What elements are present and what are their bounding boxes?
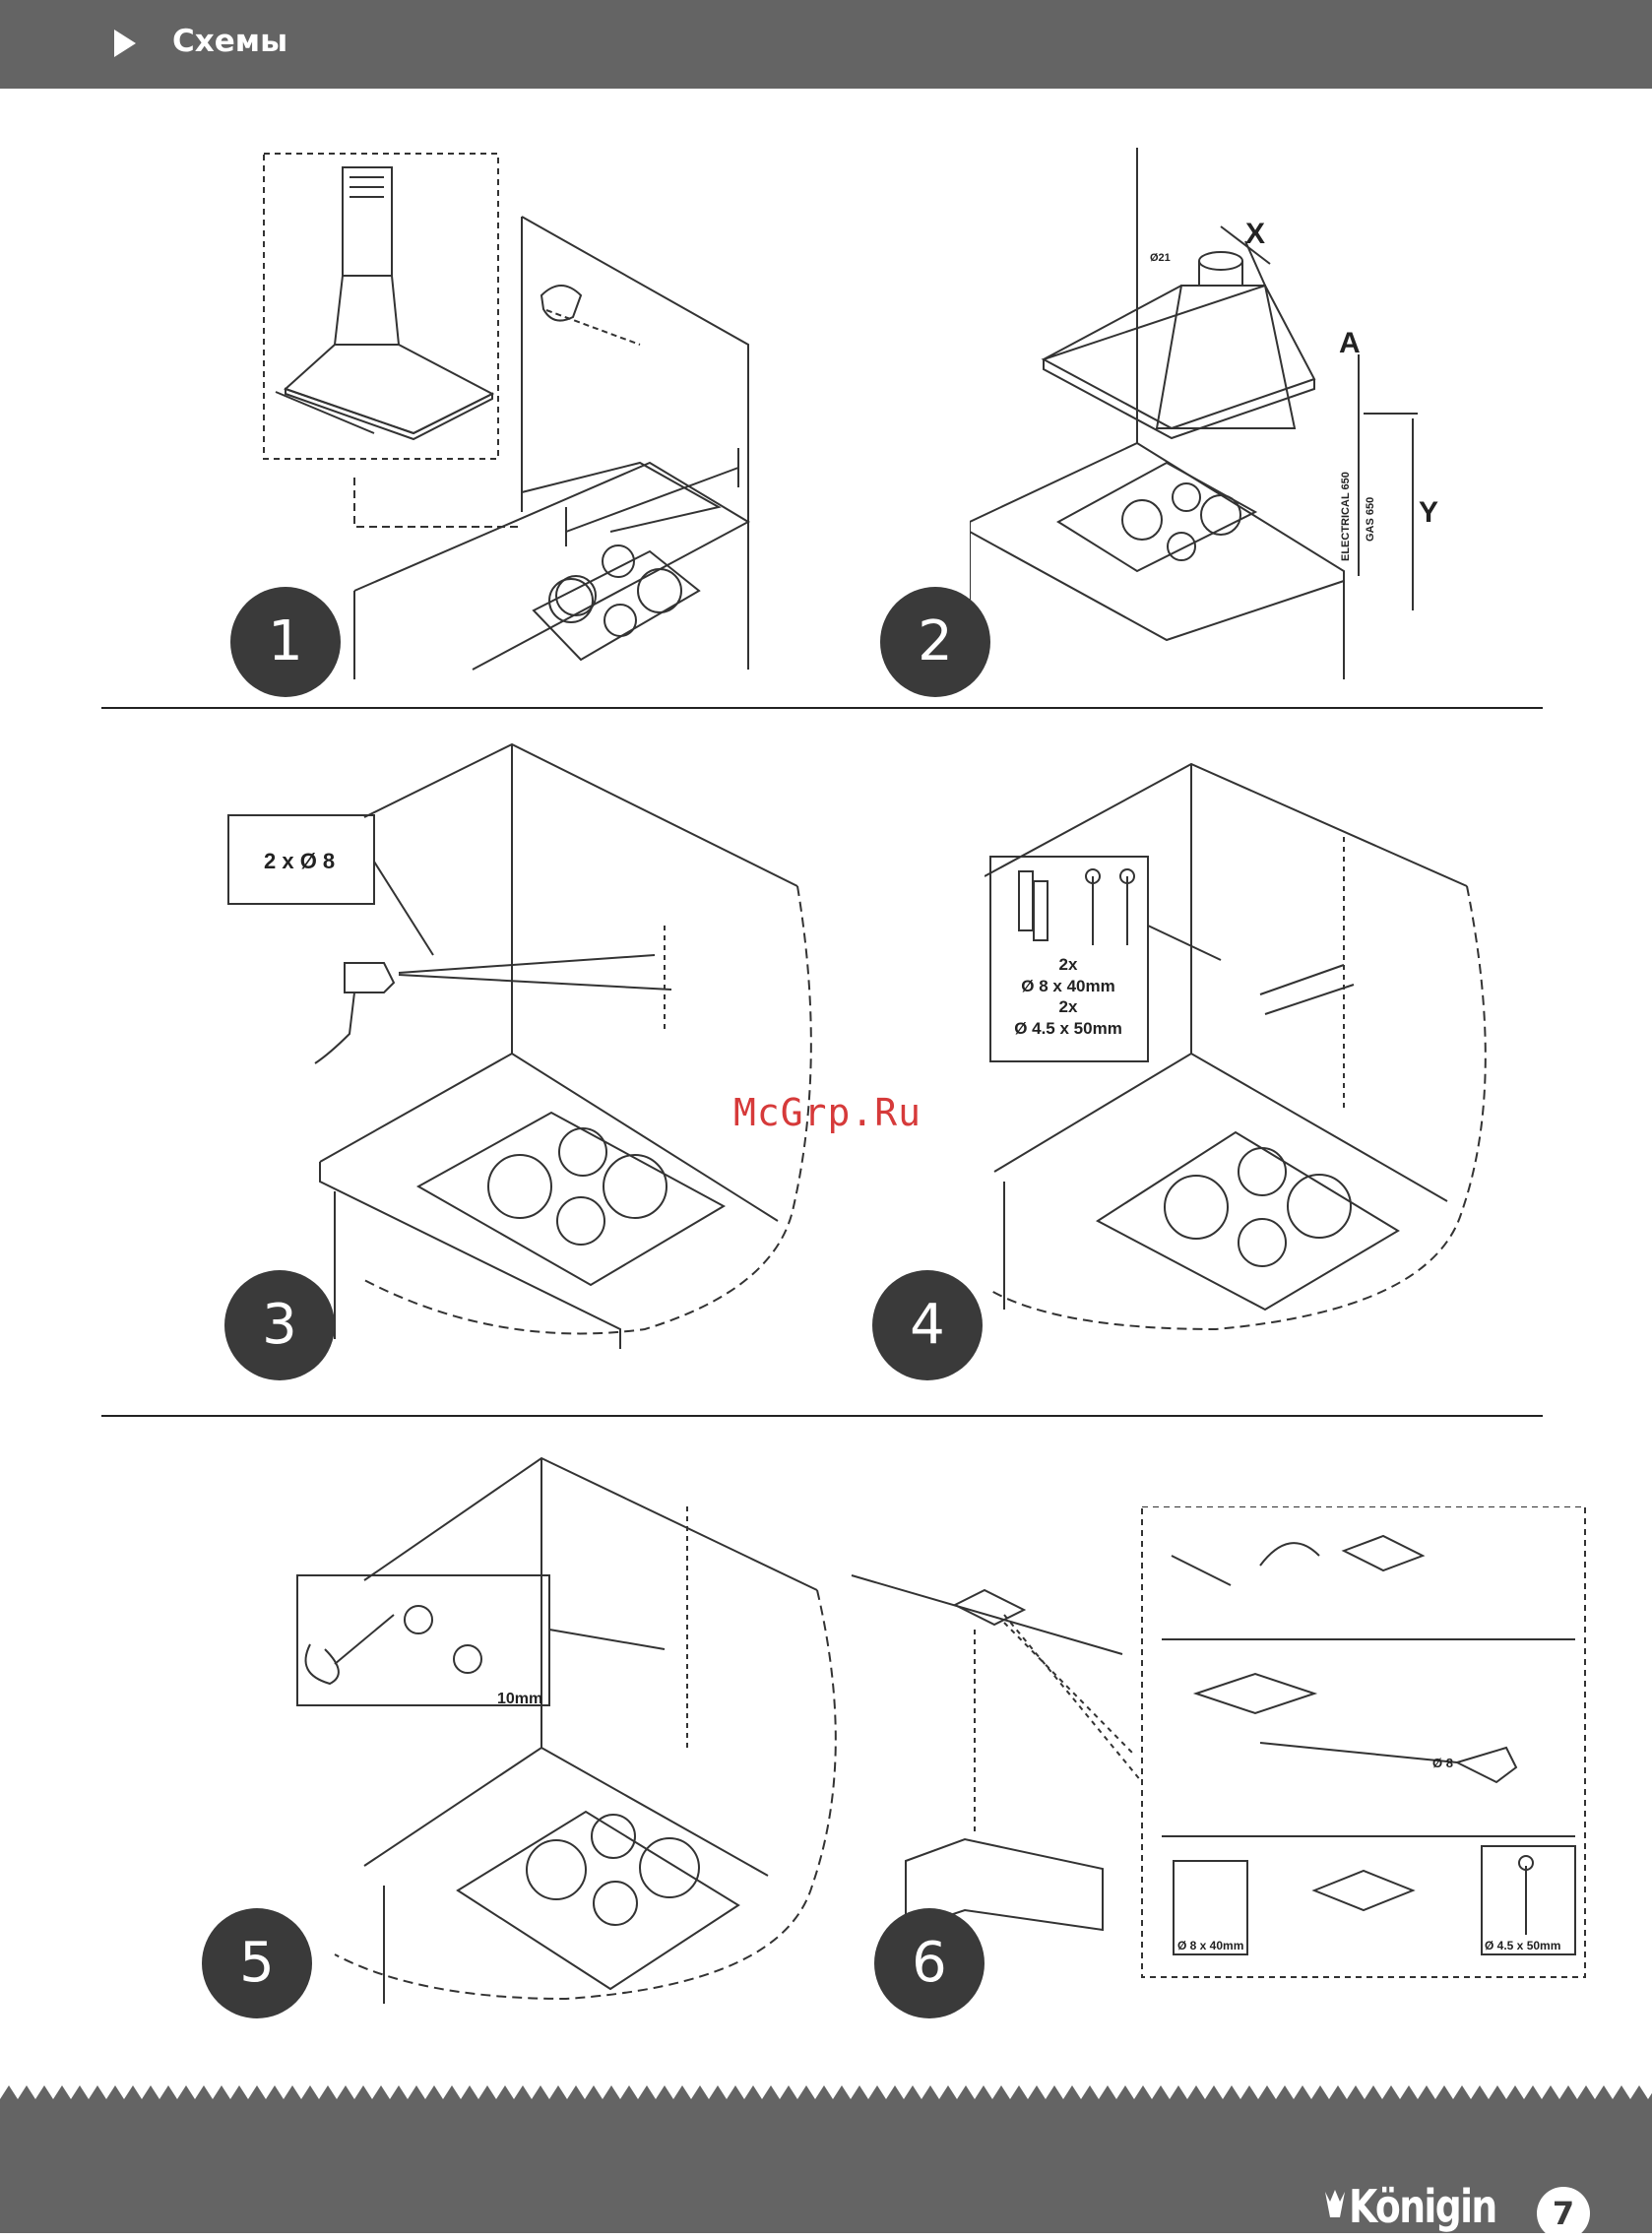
step-badge-4: 4 [872,1270,983,1380]
svg-text:Ø 8 x 40mm: Ø 8 x 40mm [1177,1939,1243,1952]
step-badge-5: 5 [202,1908,312,2018]
svg-text:Ø21: Ø21 [1150,252,1171,264]
step-badge-6: 6 [874,1908,985,2018]
svg-text:10mm: 10mm [497,1691,542,1707]
svg-text:2x: 2x [1059,997,1078,1016]
page-number: 7 [1537,2187,1590,2240]
step-badge-2: 2 [880,587,990,697]
figure-3-drilling-diagram: 2 x Ø 8 [226,738,837,1349]
svg-text:Ø 4.5 x 50mm: Ø 4.5 x 50mm [1014,1019,1122,1038]
figure-6-bracket-diagram: Ø 8 Ø 8 x 40mm Ø 4.5 x 50mm [847,1506,1595,1979]
figure-2-hood-height-diagram: X A Y Ø21 ELECTRICAL 650 GAS 650 [970,148,1521,679]
watermark-text: McGrp.Ru [733,1091,921,1134]
step-badge-1: 1 [230,587,341,697]
row-divider-1 [101,707,1543,709]
brand-crown-icon [1324,2188,1346,2221]
svg-text:Ø 8 x 40mm: Ø 8 x 40mm [1021,977,1114,995]
row-divider-2 [101,1415,1543,1417]
svg-text:Ø 4.5 x 50mm: Ø 4.5 x 50mm [1485,1939,1560,1952]
svg-text:X: X [1245,218,1265,250]
svg-text:2x: 2x [1059,955,1078,974]
play-triangle-icon [114,30,136,57]
svg-text:Y: Y [1419,496,1438,529]
svg-text:A: A [1339,327,1361,359]
header-bar: Схемы [0,0,1652,89]
figure-4-fixings-diagram: 2x Ø 8 x 40mm 2x Ø 4.5 x 50mm [985,758,1556,1349]
svg-text:2 x Ø 8: 2 x Ø 8 [264,849,335,873]
step-badge-3: 3 [224,1270,335,1380]
svg-text:ELECTRICAL 650: ELECTRICAL 650 [1340,472,1352,561]
figure-5-screw-diagram: 10mm [295,1452,847,2004]
section-title: Схемы [172,24,287,59]
svg-text:GAS 650: GAS 650 [1365,497,1376,542]
brand-logo: Königin [1349,2180,1496,2233]
svg-text:Ø 8: Ø 8 [1432,1756,1453,1770]
